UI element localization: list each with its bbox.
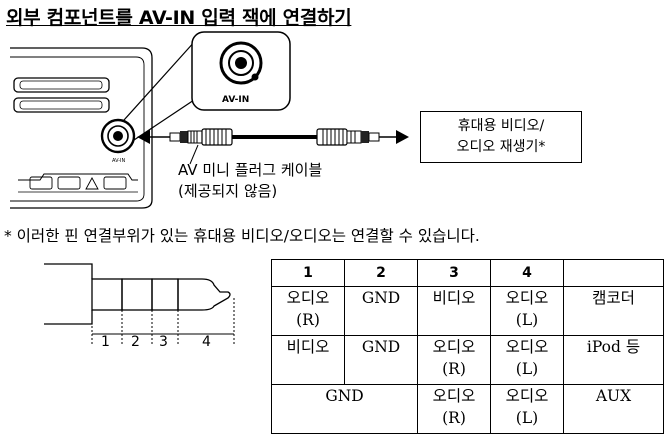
cable-label-line-1: AV 미니 플러그 케이블 xyxy=(178,161,323,179)
destination-line-2: 오디오 재생기* xyxy=(456,139,546,155)
cable-label: AV 미니 플러그 케이블 (제공되지 않음) xyxy=(178,160,322,202)
table-row: GND 오디오 (R) 오디오 (L) AUX xyxy=(271,384,664,434)
table-cell: 오디오 (L) xyxy=(490,335,564,385)
table-row: 비디오 GND 오디오 (R) 오디오 (L) iPod 등 xyxy=(271,335,664,385)
unit-jack-label: AV-IN xyxy=(112,158,126,164)
pin-label-3: 3 xyxy=(159,334,168,350)
pin-assignment-table: 1 2 3 4 오디오 (R) GND 비디오 오디오 (L) 캠코더 비디오 GN… xyxy=(271,259,664,434)
table-cell: GND xyxy=(344,335,418,385)
cell-text: (L) xyxy=(515,311,539,329)
cell-text: (R) xyxy=(442,409,466,427)
table-cell: 오디오 (R) xyxy=(417,335,491,385)
table-cell: 오디오 (L) xyxy=(490,384,564,434)
cell-text: (R) xyxy=(442,360,466,378)
header-pin-1: 1 xyxy=(271,259,345,287)
table-cell: 캠코더 xyxy=(563,286,664,336)
magnified-jack xyxy=(191,31,291,111)
table-cell: GND xyxy=(271,384,418,434)
cable-label-line-2: (제공되지 않음) xyxy=(178,182,278,200)
cell-text: 오디오 xyxy=(505,289,549,307)
cell-text: 오디오 xyxy=(432,387,476,405)
compatibility-note: * 이러한 핀 연결부위가 있는 휴대용 비디오/오디오는 연결할 수 있습니다… xyxy=(4,227,480,245)
cell-text: (L) xyxy=(515,360,539,378)
av-in-jack xyxy=(100,118,136,154)
table-cell: 오디오 (L) xyxy=(490,286,564,336)
table-cell: 오디오 (R) xyxy=(271,286,345,336)
cell-text: (L) xyxy=(515,409,539,427)
magnified-jack-label: AV-IN xyxy=(222,95,249,105)
cell-text: 오디오 xyxy=(505,387,549,405)
table-cell: iPod 등 xyxy=(563,335,664,385)
pin-label-4: 4 xyxy=(202,334,211,350)
cell-text: 오디오 xyxy=(286,289,330,307)
table-cell: 비디오 xyxy=(271,335,345,385)
cell-text: (R) xyxy=(296,311,320,329)
cable-label-pointer xyxy=(189,144,199,165)
header-pin-3: 3 xyxy=(417,259,491,287)
portable-player-box: 휴대용 비디오/ 오디오 재생기* xyxy=(420,111,582,163)
header-pin-2: 2 xyxy=(344,259,418,287)
table-cell: GND xyxy=(344,286,418,336)
page-title: 외부 컴포넌트를 AV-IN 입력 잭에 연결하기 xyxy=(6,7,352,29)
table-cell: AUX xyxy=(563,384,664,434)
av-mini-plug-cable xyxy=(137,128,409,146)
table-header-row: 1 2 3 4 xyxy=(271,259,664,287)
cell-text: 오디오 xyxy=(505,338,549,356)
pin-label-1: 1 xyxy=(101,334,110,350)
header-pin-4: 4 xyxy=(490,259,564,287)
table-cell: 오디오 (R) xyxy=(417,384,491,434)
zoom-callout-lines xyxy=(123,39,197,141)
head-unit xyxy=(10,47,153,209)
pin-label-2: 2 xyxy=(131,334,140,350)
table-cell: 비디오 xyxy=(417,286,491,336)
table-row: 오디오 (R) GND 비디오 오디오 (L) 캠코더 xyxy=(271,286,664,336)
destination-line-1: 휴대용 비디오/ xyxy=(457,118,545,134)
header-device xyxy=(563,259,664,287)
cell-text: 오디오 xyxy=(432,338,476,356)
pin-plug-diagram xyxy=(44,263,235,346)
